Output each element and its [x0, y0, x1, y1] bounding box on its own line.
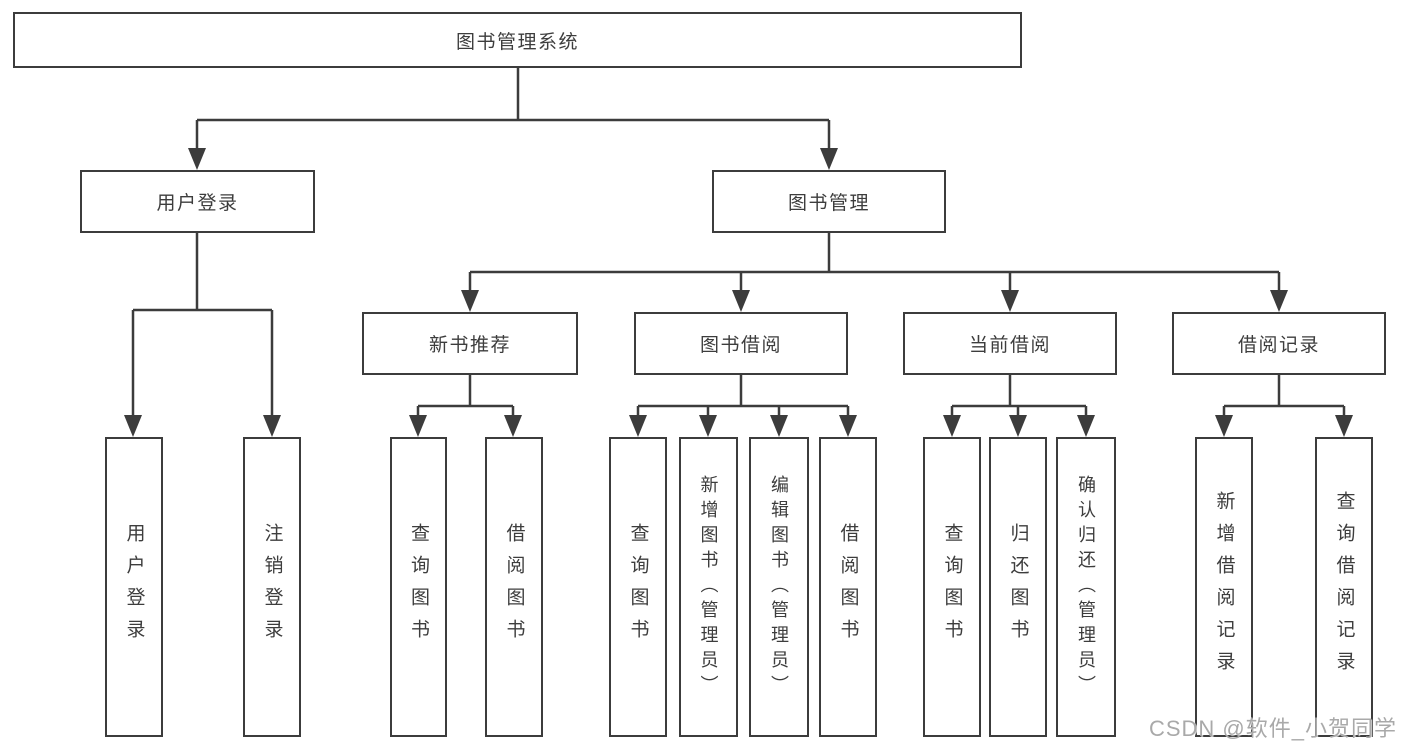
node-label: 查询借阅记录 [1333, 491, 1355, 683]
node-new-book-recommend: 新书推荐 [362, 312, 578, 375]
node-label: 用户登录 [156, 193, 239, 214]
connector-user-login [131, 233, 274, 417]
node-label: 编辑图书（管理员） [769, 474, 789, 700]
node-label: 确认归还（管理员） [1076, 474, 1096, 700]
node-leaf-query-books-current: 查询图书 [923, 437, 981, 737]
node-leaf-query-books-borrowing: 查询图书 [609, 437, 667, 737]
connector-book-management [468, 233, 1281, 292]
node-leaf-borrow-books-recommend: 借阅图书 [485, 437, 543, 737]
node-leaf-query-borrow-record: 查询借阅记录 [1315, 437, 1373, 737]
arrowheads [124, 148, 1353, 437]
node-label: 查询图书 [408, 523, 429, 651]
node-label: 图书管理 [787, 193, 870, 214]
connector-book-borrowing [636, 375, 850, 417]
node-leaf-confirm-return-admin: 确认归还（管理员） [1056, 437, 1116, 737]
node-label: 当前借阅 [968, 335, 1051, 356]
node-label: 查询图书 [627, 523, 649, 651]
node-leaf-user-login: 用户登录 [105, 437, 163, 737]
node-library-system: 图书管理系统 [13, 12, 1022, 68]
connector-root [195, 68, 831, 150]
node-borrow-records: 借阅记录 [1172, 312, 1386, 375]
node-leaf-return-book: 归还图书 [989, 437, 1047, 737]
node-label: 用户登录 [123, 523, 145, 651]
node-leaf-edit-book-admin: 编辑图书（管理员） [749, 437, 809, 737]
node-leaf-borrow-books: 借阅图书 [819, 437, 877, 737]
node-leaf-logout: 注销登录 [243, 437, 301, 737]
node-book-management: 图书管理 [712, 170, 946, 233]
csdn-watermark: CSDN @软件_小贺同学 [1148, 716, 1397, 741]
node-user-login: 用户登录 [80, 170, 315, 233]
node-book-borrowing: 图书借阅 [634, 312, 848, 375]
node-leaf-query-books-recommend: 查询图书 [390, 437, 447, 737]
node-label: 借阅记录 [1237, 335, 1320, 356]
node-current-borrowing: 当前借阅 [903, 312, 1117, 375]
node-label: 借阅图书 [503, 523, 525, 651]
node-label: 借阅图书 [837, 523, 859, 651]
connector-new-book-recommend [416, 375, 515, 417]
connector-current-borrowing [950, 375, 1088, 417]
node-label: 新增借阅记录 [1213, 491, 1235, 683]
node-leaf-add-borrow-record: 新增借阅记录 [1195, 437, 1253, 737]
node-leaf-add-book-admin: 新增图书（管理员） [679, 437, 738, 737]
node-label: 查询图书 [941, 523, 963, 651]
node-label: 新书推荐 [428, 335, 511, 356]
node-label: 注销登录 [261, 523, 283, 651]
connector-borrow-records [1222, 375, 1346, 417]
node-label: 图书借阅 [699, 335, 782, 356]
node-label: 新增图书（管理员） [698, 474, 719, 700]
node-label: 图书管理系统 [455, 31, 579, 53]
node-label: 归还图书 [1007, 523, 1029, 651]
